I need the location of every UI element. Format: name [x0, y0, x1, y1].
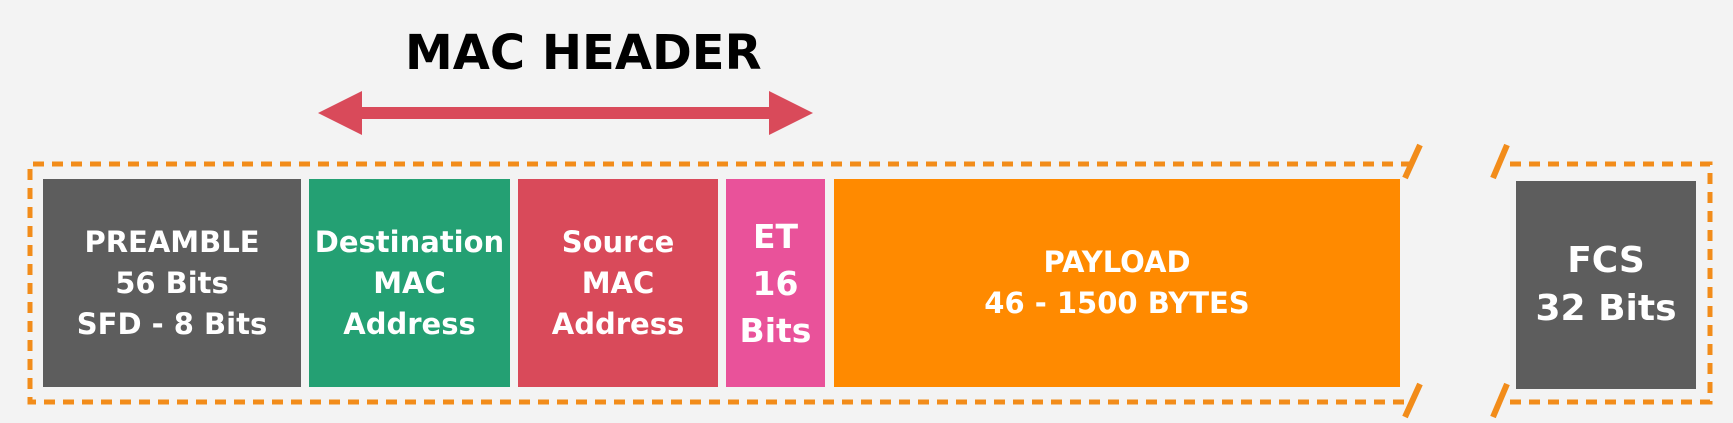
frame-dashed-border-left: [27, 161, 1412, 405]
fcs-block: [1516, 181, 1696, 389]
fcs-label-line1: FCS: [1567, 240, 1645, 281]
source-mac-label-line2: MAC: [581, 265, 655, 300]
preamble-label-line1: PREAMBLE: [84, 224, 260, 259]
break-slash-bottom-left: [1402, 382, 1423, 419]
mac-header-arrow-left-head: [318, 91, 362, 135]
destination-mac-label: Destination MAC Address: [309, 179, 510, 387]
destination-mac-block: [309, 179, 510, 387]
fcs-label-line2: 32 Bits: [1535, 288, 1677, 329]
payload-label-line1: PAYLOAD: [1043, 245, 1191, 279]
mac-header-title: MAC HEADER: [405, 25, 762, 81]
ethertype-block: [726, 179, 825, 387]
mac-header-arrow-shaft: [355, 107, 775, 119]
mac-header-arrow-right-head: [769, 91, 813, 135]
payload-block: [834, 179, 1400, 387]
fcs-label: FCS 32 Bits: [1516, 181, 1696, 389]
source-mac-block: [518, 179, 718, 387]
destination-mac-label-line2: MAC: [373, 265, 446, 300]
ethertype-label: ET 16 Bits: [726, 179, 825, 387]
break-slash-bottom-right: [1490, 382, 1510, 419]
preamble-label-line2: 56 Bits: [115, 265, 229, 300]
ethertype-label-line3: Bits: [739, 310, 812, 350]
break-slash-top-right: [1490, 143, 1510, 180]
preamble-label: PREAMBLE 56 Bits SFD - 8 Bits: [43, 179, 301, 387]
break-slash-top-left: [1402, 143, 1423, 180]
payload-label-line2: 46 - 1500 BYTES: [984, 286, 1250, 320]
source-mac-label-line1: Source: [561, 224, 675, 259]
payload-label: PAYLOAD 46 - 1500 BYTES: [834, 179, 1400, 387]
source-mac-label-line3: Address: [551, 306, 685, 341]
preamble-block: [43, 179, 301, 387]
destination-mac-label-line3: Address: [343, 306, 476, 341]
frame-dashed-border-right: [1510, 161, 1713, 405]
source-mac-label: Source MAC Address: [518, 179, 718, 387]
preamble-label-line3: SFD - 8 Bits: [76, 306, 268, 341]
ethertype-label-line2: 16: [752, 263, 799, 303]
ethertype-label-line1: ET: [752, 216, 799, 256]
destination-mac-label-line1: Destination: [314, 224, 505, 259]
